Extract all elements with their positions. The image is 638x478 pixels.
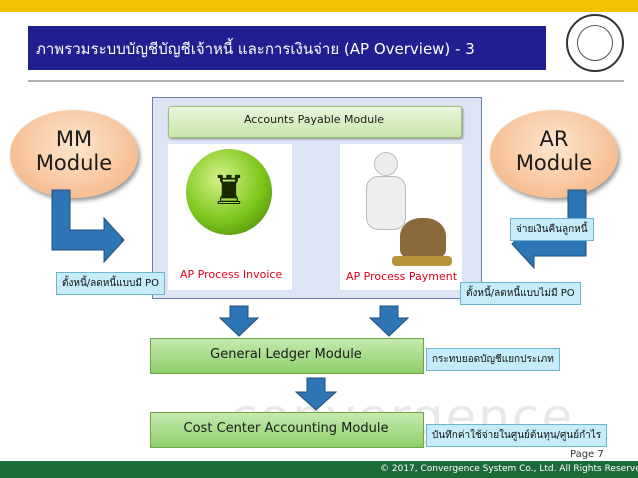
arrow-down-icon	[368, 305, 410, 337]
non-po-tag: ตั้งหนี้/ลดหนี้แบบไม่มี PO	[460, 282, 581, 305]
ar-module-oval	[490, 110, 618, 198]
money-bag	[400, 218, 446, 258]
person-at-desk-icon	[186, 149, 272, 235]
arrow-down-icon	[294, 377, 338, 411]
mm-line2: Module	[35, 151, 113, 175]
money-bag-figure-icon	[374, 152, 398, 176]
seal-inner-ring	[577, 25, 613, 61]
top-accent-bar	[0, 0, 638, 12]
gl-module-label: General Ledger Module	[210, 347, 362, 362]
gl-module-box	[150, 338, 424, 374]
ap-payment-label: AP Process Payment	[346, 270, 458, 283]
footer-bar	[0, 461, 638, 478]
mm-module-oval	[10, 110, 138, 198]
coin-stack	[392, 256, 452, 266]
ap-module-header	[168, 106, 462, 138]
mm-module-label: MM Module	[10, 127, 138, 175]
cc-module-box	[150, 412, 424, 448]
ar-line1: AR	[539, 127, 569, 151]
slide-title: ภาพรวมระบบบัญชีบัญชีเจ้าหนี้ และการเงินจ…	[36, 40, 475, 58]
title-divider	[28, 80, 624, 82]
ar-line2: Module	[515, 151, 593, 175]
ar-module-label: AR Module	[490, 127, 618, 175]
ap-module-header-label: Accounts Payable Module	[243, 113, 385, 126]
mm-po-tag: ตั้งหนี้/ลดหนี้แบบมี PO	[56, 272, 166, 295]
ap-invoice-label: AP Process Invoice	[180, 268, 283, 281]
mm-line1: MM	[55, 127, 93, 151]
figure-body	[366, 176, 406, 230]
cc-record-tag: บันทึกค่าใช้จ่ายในศูนย์ต้นทุน/ศูนย์กำไร	[426, 424, 608, 447]
arrow-down-icon	[218, 305, 260, 337]
cc-module-label: Cost Center Accounting Module	[183, 421, 389, 436]
gl-post-tag: กระทบยอดบัญชีแยกประเภท	[426, 348, 560, 371]
title-bar	[28, 26, 546, 70]
footer-copyright: © 2017, Convergence System Co., Ltd. All…	[380, 464, 638, 474]
arrow-right-icon	[51, 189, 125, 264]
ar-refund-tag: จ่ายเงินคืนลูกหนี้	[510, 218, 594, 241]
desk-glyph: ♜	[211, 168, 247, 214]
page-number: Page 7	[570, 449, 604, 460]
